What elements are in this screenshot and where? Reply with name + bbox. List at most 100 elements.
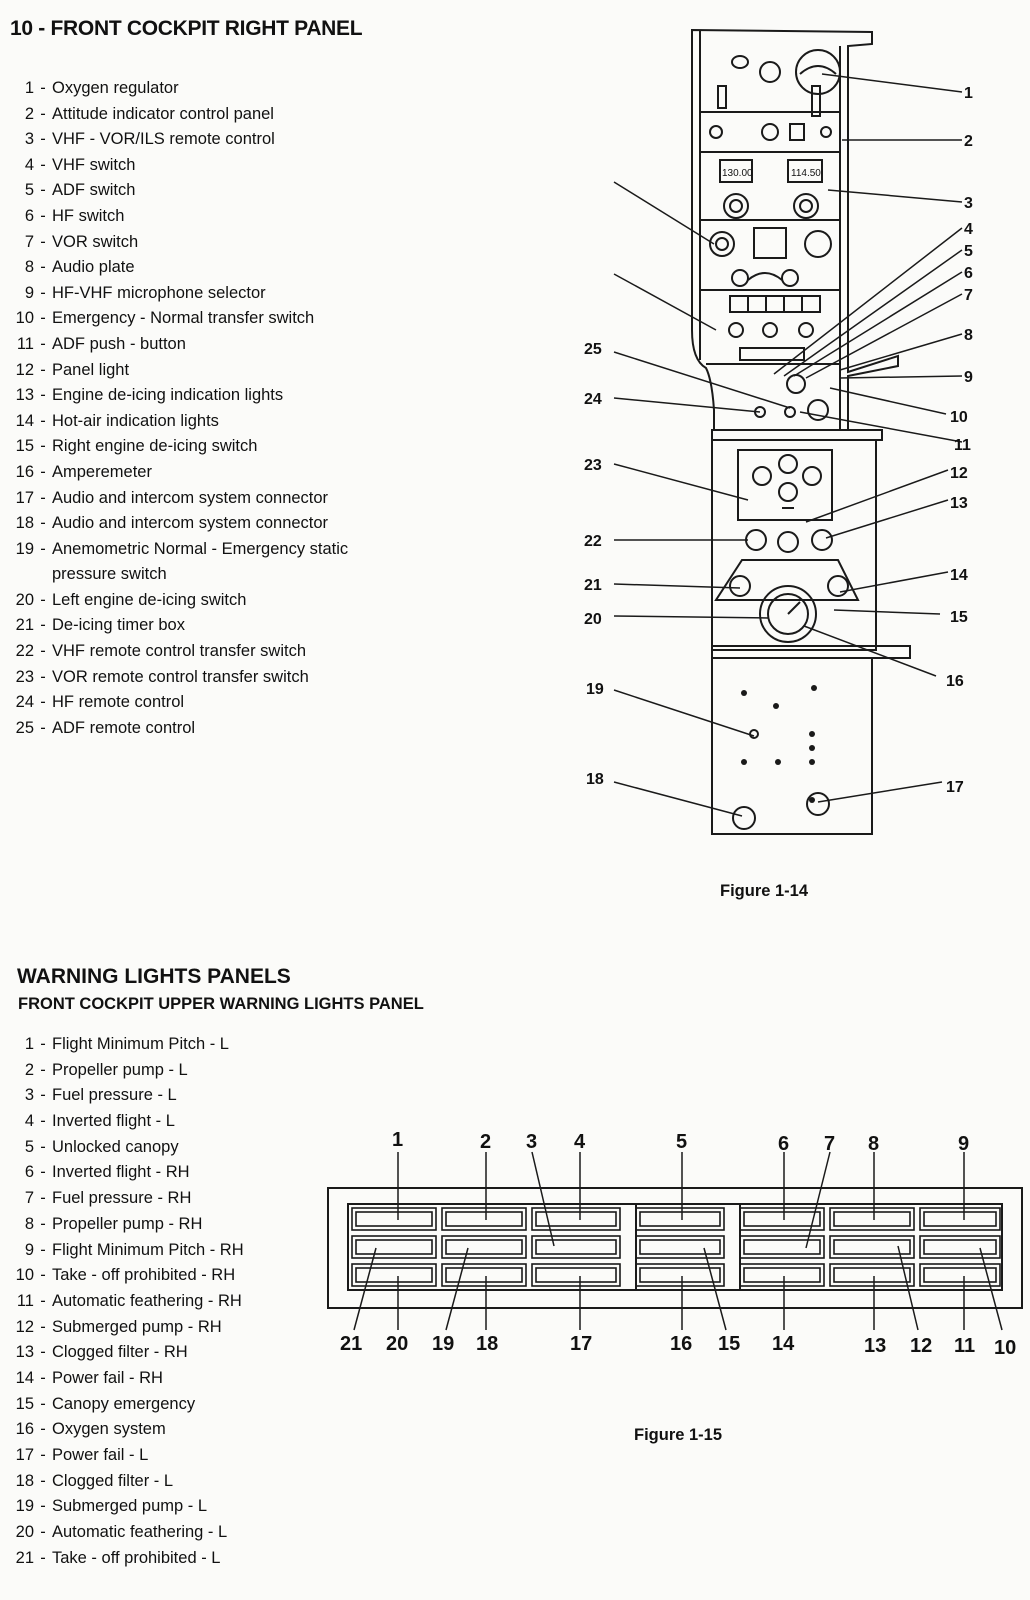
callout-label: 11: [954, 437, 971, 454]
item-label: Amperemeter: [52, 462, 152, 481]
callout-label: 4: [574, 1131, 586, 1153]
item-dash: -: [40, 1548, 46, 1567]
callout-label: 12: [950, 465, 968, 482]
item-number: 6: [24, 1163, 34, 1182]
item-label: Fuel pressure - L: [52, 1086, 177, 1105]
callout-label: 11: [954, 1335, 975, 1357]
item-number: 10: [15, 1266, 34, 1285]
item-label: VHF remote control transfer switch: [52, 642, 306, 661]
item-dash: -: [40, 693, 46, 712]
item-number: 15: [15, 1394, 34, 1413]
item-dash: -: [40, 283, 46, 302]
item-label: Left engine de-icing switch: [52, 590, 247, 609]
item-number: 14: [15, 1368, 34, 1387]
callout-label: 16: [670, 1333, 692, 1355]
list-item: 8-Audio plate: [10, 255, 348, 281]
item-number: 11: [16, 334, 34, 353]
item-number: 22: [15, 642, 34, 661]
list-item: 17-Power fail - L: [10, 1443, 244, 1469]
list-item-continuation: pressure switch: [10, 562, 348, 588]
item-label: Propeller pump - RH: [52, 1214, 203, 1233]
callout-label: 22: [584, 533, 602, 550]
item-number: 17: [15, 488, 34, 507]
right-panel-diagram: 130.00 114.50: [584, 28, 973, 835]
item-label: VOR remote control transfer switch: [52, 667, 309, 686]
item-dash: -: [40, 718, 46, 737]
callout-label: 5: [676, 1131, 687, 1153]
item-number: 8: [24, 258, 34, 277]
callout-label: 9: [964, 369, 973, 386]
item-number: 16: [15, 1420, 34, 1439]
section-subheading: FRONT COCKPIT UPPER WARNING LIGHTS PANEL: [18, 995, 424, 1013]
item-dash: -: [40, 155, 46, 174]
callout-label: 1: [964, 85, 973, 102]
item-number: 2: [24, 1060, 34, 1079]
right-panel-legend: 1-Oxygen regulator 2-Attitude indicator …: [10, 76, 349, 741]
item-label: Inverted flight - RH: [52, 1163, 190, 1182]
item-dash: -: [40, 1214, 46, 1233]
item-number: 18: [15, 1471, 34, 1490]
list-item: 24-HF remote control: [10, 690, 348, 716]
callout-label: 17: [570, 1333, 592, 1355]
item-number: 23: [15, 667, 34, 686]
item-dash: -: [40, 1523, 46, 1542]
item-dash: -: [40, 462, 46, 481]
item-dash: -: [40, 1112, 46, 1131]
callout-label: 19: [432, 1333, 454, 1355]
list-item: 6-Inverted flight - RH: [10, 1160, 244, 1186]
item-label: Flight Minimum Pitch - RH: [52, 1240, 244, 1259]
item-dash: -: [40, 590, 46, 609]
list-item: 19-Submerged pump - L: [10, 1494, 244, 1520]
callout-label: 20: [584, 611, 602, 628]
item-label-continuation: pressure switch: [52, 565, 167, 584]
callout-label: 24: [584, 391, 602, 408]
list-item: 4-VHF switch: [10, 153, 348, 179]
item-dash: -: [40, 1420, 46, 1439]
item-dash: -: [40, 616, 46, 635]
list-item: 21-Take - off prohibited - L: [10, 1546, 244, 1572]
item-label: Oxygen regulator: [52, 79, 179, 97]
item-label: Right engine de-icing switch: [52, 437, 258, 456]
callout-label: 13: [864, 1335, 886, 1357]
callout-label: 6: [964, 265, 973, 282]
item-label: HF remote control: [52, 693, 185, 712]
item-number: 10: [15, 309, 34, 328]
callout-label: 2: [964, 133, 973, 150]
callout-label: 14: [950, 567, 968, 584]
item-dash: -: [40, 1086, 46, 1105]
item-number: 12: [15, 360, 34, 379]
item-number: 24: [15, 693, 34, 712]
list-item: 9-HF-VHF microphone selector: [10, 281, 348, 307]
item-number: 25: [15, 718, 34, 737]
item-label: Fuel pressure - RH: [52, 1189, 192, 1208]
list-item: 3-Fuel pressure - L: [10, 1083, 244, 1109]
figure-caption: Figure 1-15: [634, 1426, 723, 1444]
callout-label: 15: [950, 609, 968, 626]
callout-label: 8: [868, 1133, 879, 1155]
list-item: 23-VOR remote control transfer switch: [10, 665, 348, 691]
list-item: 7-Fuel pressure - RH: [10, 1186, 244, 1212]
item-dash: -: [40, 1394, 46, 1413]
item-number: 17: [15, 1446, 34, 1464]
item-label: ADF switch: [52, 181, 136, 200]
list-item: 2-Attitude indicator control panel: [10, 102, 348, 128]
item-dash: -: [40, 488, 46, 507]
callout-label: 3: [526, 1131, 537, 1153]
item-label: Unlocked canopy: [52, 1137, 179, 1156]
list-item: 13-Engine de-icing indication lights: [10, 383, 348, 409]
warning-lights-panel-diagram: 1 2 3 4 5 6 7 8 9 10 11 12 13 14 15 16 1…: [327, 1129, 1023, 1359]
item-label: Flight Minimum Pitch - L: [52, 1035, 229, 1053]
item-number: 6: [24, 206, 34, 225]
item-label: Power fail - L: [52, 1446, 149, 1464]
item-dash: -: [40, 232, 46, 251]
item-number: 21: [15, 1548, 34, 1567]
item-label: VOR switch: [52, 232, 139, 251]
item-number: 1: [24, 79, 34, 97]
item-number: 14: [15, 411, 34, 430]
item-label: Inverted flight - L: [52, 1112, 175, 1131]
item-dash: -: [40, 104, 46, 123]
item-number: 4: [24, 1112, 34, 1131]
item-dash: -: [40, 130, 46, 149]
callout-label: 23: [584, 457, 602, 474]
item-number: 9: [24, 283, 34, 302]
